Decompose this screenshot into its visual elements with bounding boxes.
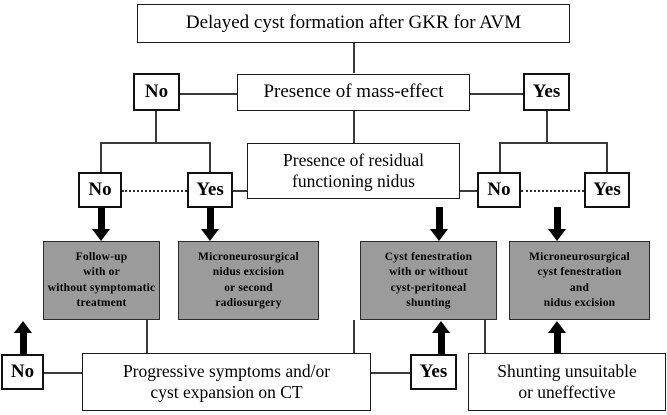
connector-nidus-to-left-yes: [229, 190, 247, 192]
outcome-cyst-fenestration-line3: cyst-peritoneal: [390, 281, 467, 294]
arrow-bottom-no-to-follow-up: [14, 321, 32, 354]
outcome-nidus-excision-line3: or second: [224, 281, 273, 294]
outcome-cyst-fenestration-nidus-line2: cyst fenestration: [537, 266, 622, 279]
node-bottom-yes[interactable]: Yes: [410, 354, 457, 390]
node-left-yes[interactable]: Yes: [187, 172, 233, 208]
node-left-no[interactable]: No: [78, 172, 122, 208]
node-shunting-text: Shunting unsuitable or uneffective: [469, 361, 665, 402]
node-bottom-no[interactable]: No: [1, 354, 44, 390]
outcome-follow-up-line3: without symptomatic: [47, 281, 156, 294]
node-mass-effect-yes[interactable]: Yes: [523, 73, 570, 111]
connector-cyst-fenestration-to-shunting: [484, 320, 486, 354]
connector-follow-up-to-progression: [146, 320, 148, 354]
node-shunting-unsuitable: Shunting unsuitable or uneffective: [468, 353, 666, 411]
outcome-follow-up-text: Follow-up with or without symptomatic tr…: [44, 250, 159, 311]
connector-left-split-to-no: [100, 142, 102, 174]
node-progression-line2: cyst expansion on CT: [150, 382, 303, 402]
node-title-label: Delayed cyst formation after GKR for AVM: [185, 12, 522, 34]
outcome-cyst-fenestration-line4: shunting: [406, 296, 451, 309]
outcome-cyst-fenestration-nidus-line4: nidus excision: [543, 296, 616, 309]
outcome-follow-up-line2: with or: [83, 266, 120, 279]
connector-title-to-mass-effect: [353, 43, 355, 73]
connector-mass-effect-to-nidus: [353, 111, 355, 143]
arrow-to-nidus-excision: [201, 207, 219, 241]
outcome-cyst-fenestration-nidus-line1: Microneurosurgical: [529, 251, 630, 264]
node-mass-effect-question: Presence of mass-effect: [237, 74, 470, 111]
connector-progression-up: [353, 320, 355, 354]
node-residual-nidus-question: Presence of residual functioning nidus: [247, 143, 460, 199]
node-left-no-label: No: [88, 178, 112, 200]
node-mass-effect-no-label: No: [144, 80, 169, 102]
outcome-nidus-excision-line2: nidus excision: [212, 266, 285, 279]
outcome-follow-up-line4: treatment: [76, 296, 127, 309]
arrow-to-cyst-fenestration: [430, 207, 448, 241]
outcome-follow-up: Follow-up with or without symptomatic tr…: [43, 241, 160, 320]
node-right-yes[interactable]: Yes: [584, 172, 630, 208]
connector-mass-effect-to-no: [180, 93, 237, 95]
connector-right-split: [499, 142, 607, 144]
dotted-link-left: [122, 190, 187, 192]
dotted-link-right: [521, 190, 584, 192]
node-bottom-no-label: No: [10, 360, 35, 382]
outcome-cyst-fenestration-line1: Cyst fenestration: [384, 251, 473, 264]
node-mass-effect-yes-label: Yes: [532, 80, 561, 102]
outcome-cyst-fenestration-nidus-line3: and: [569, 281, 590, 294]
arrow-bottom-yes-to-cyst-fenestration: [432, 321, 450, 354]
node-progression: Progressive symptoms and/or cyst expansi…: [82, 353, 371, 411]
node-residual-nidus-text: Presence of residual functioning nidus: [248, 150, 459, 191]
node-shunting-line2: or uneffective: [518, 382, 616, 402]
connector-right-split-to-no: [499, 142, 501, 174]
node-residual-nidus-line2: functioning nidus: [292, 171, 415, 191]
node-shunting-line1: Shunting unsuitable: [497, 361, 637, 382]
connector-right-yes-down: [546, 111, 548, 143]
node-progression-text: Progressive symptoms and/or cyst expansi…: [83, 361, 370, 402]
node-bottom-yes-label: Yes: [419, 360, 448, 382]
connector-bottom-no-to-progression: [44, 372, 82, 374]
connector-progression-to-bottom-yes: [371, 372, 410, 374]
arrow-to-cyst-fenestration-nidus: [548, 207, 566, 241]
outcome-nidus-excision-text: Microneurosurgical nidus excision or sec…: [179, 250, 318, 311]
connector-left-split-to-yes: [209, 142, 211, 174]
connector-nidus-to-right-no: [460, 190, 479, 192]
connector-mass-effect-to-yes: [470, 93, 523, 95]
arrow-to-follow-up: [92, 207, 110, 241]
node-mass-effect-no[interactable]: No: [133, 73, 180, 111]
node-residual-nidus-line1: Presence of residual: [283, 150, 424, 171]
arrow-shunting-to-cyst-fenestration-nidus: [548, 321, 566, 354]
outcome-cyst-fenestration: Cyst fenestration with or without cyst-p…: [360, 241, 497, 320]
outcome-nidus-excision-line4: radiosurgery: [215, 296, 282, 309]
node-right-yes-label: Yes: [593, 178, 621, 200]
outcome-follow-up-line1: Follow-up: [75, 251, 128, 264]
node-right-no-label: No: [487, 178, 511, 200]
connector-right-split-to-yes: [606, 142, 608, 174]
outcome-cyst-fenestration-text: Cyst fenestration with or without cyst-p…: [361, 250, 496, 311]
connector-left-no-down: [155, 111, 157, 143]
node-mass-effect-question-label: Presence of mass-effect: [263, 81, 444, 103]
outcome-nidus-excision-line1: Microneurosurgical: [198, 251, 299, 264]
node-right-no[interactable]: No: [477, 172, 521, 208]
connector-left-split: [100, 142, 210, 144]
outcome-nidus-excision: Microneurosurgical nidus excision or sec…: [178, 241, 319, 320]
outcome-cyst-fenestration-nidus-text: Microneurosurgical cyst fenestration and…: [510, 250, 649, 311]
outcome-cyst-fenestration-nidus: Microneurosurgical cyst fenestration and…: [509, 241, 650, 320]
node-progression-line1: Progressive symptoms and/or: [122, 361, 331, 382]
node-left-yes-label: Yes: [196, 178, 224, 200]
outcome-cyst-fenestration-line2: with or without: [389, 266, 468, 279]
node-title: Delayed cyst formation after GKR for AVM: [137, 4, 570, 43]
